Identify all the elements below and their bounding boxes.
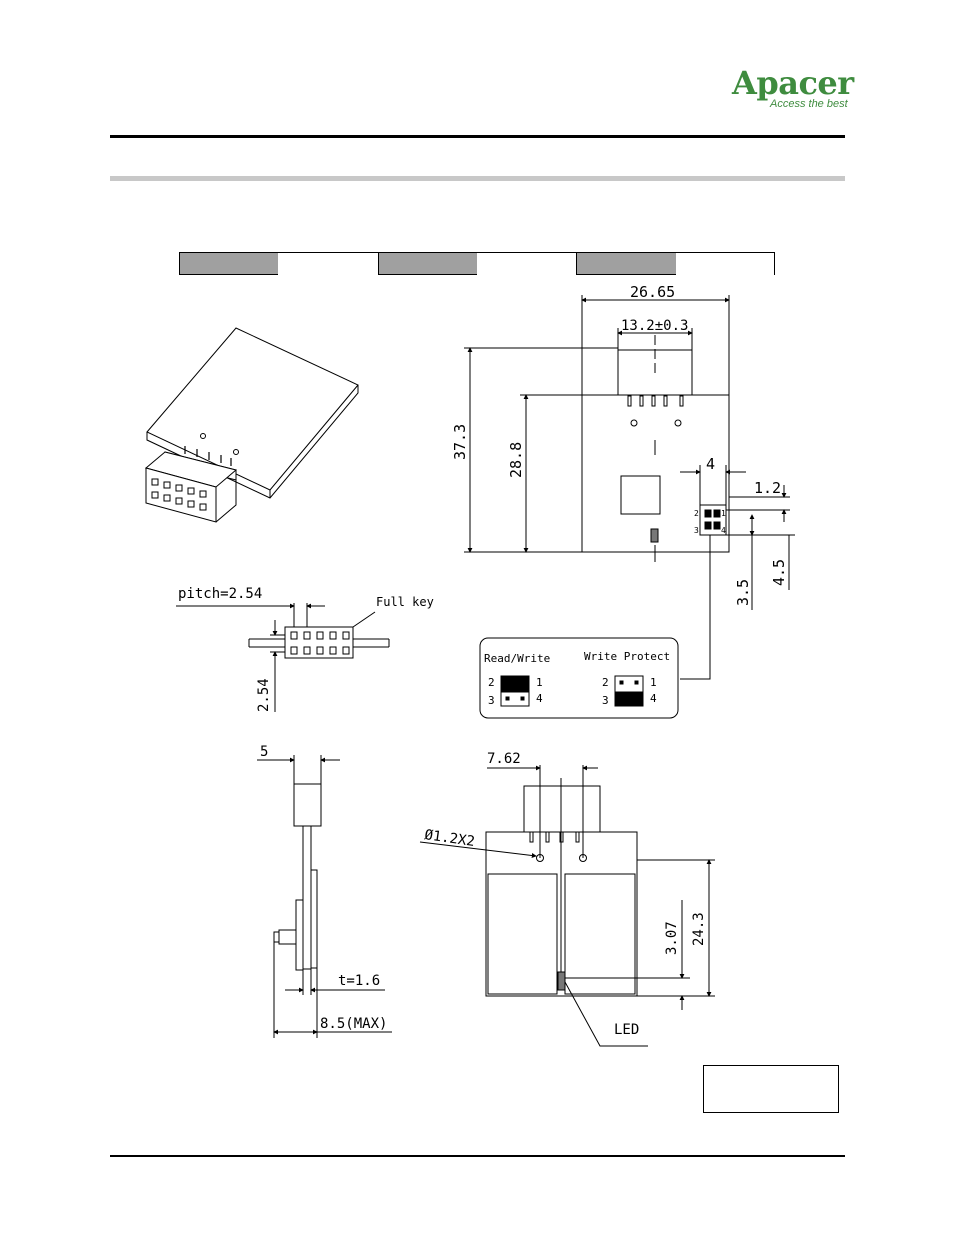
side-view	[257, 755, 392, 1038]
legend-wp-pin-3: 3	[602, 694, 609, 707]
jumper-pin-2: 2	[694, 509, 699, 518]
jumper-pin-4: 4	[721, 526, 726, 535]
legend-read-write: Read/Write	[484, 652, 550, 665]
dim-hole-diameter: Ø1.2X2	[423, 827, 475, 850]
dim-connector-width: 13.2±0.3	[621, 318, 688, 334]
legend-rw-pin-1: 1	[536, 676, 543, 689]
note-box	[703, 1065, 839, 1113]
dim-jumper-bottom-a: 3.5	[734, 579, 752, 606]
label-led: LED	[614, 1022, 639, 1038]
dim-row-pitch: 2.54	[256, 678, 272, 712]
dim-top-width: 26.65	[630, 283, 675, 301]
legend-wp-pin-1: 1	[650, 676, 657, 689]
legend-rw-pin-2: 2	[488, 676, 495, 689]
dim-max-depth: 8.5(MAX)	[320, 1016, 387, 1032]
legend-wp-pin-4: 4	[650, 692, 657, 705]
dim-body-height: 28.8	[507, 442, 525, 478]
front-pin-view	[176, 603, 389, 712]
legend-rw-pin-3: 3	[488, 694, 495, 707]
top-view	[464, 295, 795, 679]
footer-rule	[110, 1155, 845, 1157]
dim-total-height: 37.3	[451, 424, 469, 460]
jumper-pin-1: 1	[721, 509, 726, 518]
dim-jumper-bottom-b: 4.5	[770, 559, 788, 586]
legend-rw-pin-4: 4	[536, 692, 543, 705]
legend-wp-pin-2: 2	[602, 676, 609, 689]
dim-jumper-width: 4	[706, 455, 715, 473]
dim-led-offset: 3.07	[664, 921, 680, 955]
bottom-view	[420, 765, 715, 1046]
legend-write-protect: Write Protect	[584, 650, 670, 663]
isometric-view	[146, 328, 358, 522]
label-full-key: Full key	[376, 595, 434, 609]
dim-side-width: 5	[260, 744, 268, 760]
jumper-pin-3: 3	[694, 526, 699, 535]
dim-jumper-offset: 1.2	[754, 479, 781, 497]
dim-bottom-height: 24.3	[691, 912, 707, 946]
dim-thickness: t=1.6	[338, 973, 380, 989]
dim-hole-spacing: 7.62	[487, 751, 521, 767]
dim-pitch: pitch=2.54	[178, 586, 262, 602]
